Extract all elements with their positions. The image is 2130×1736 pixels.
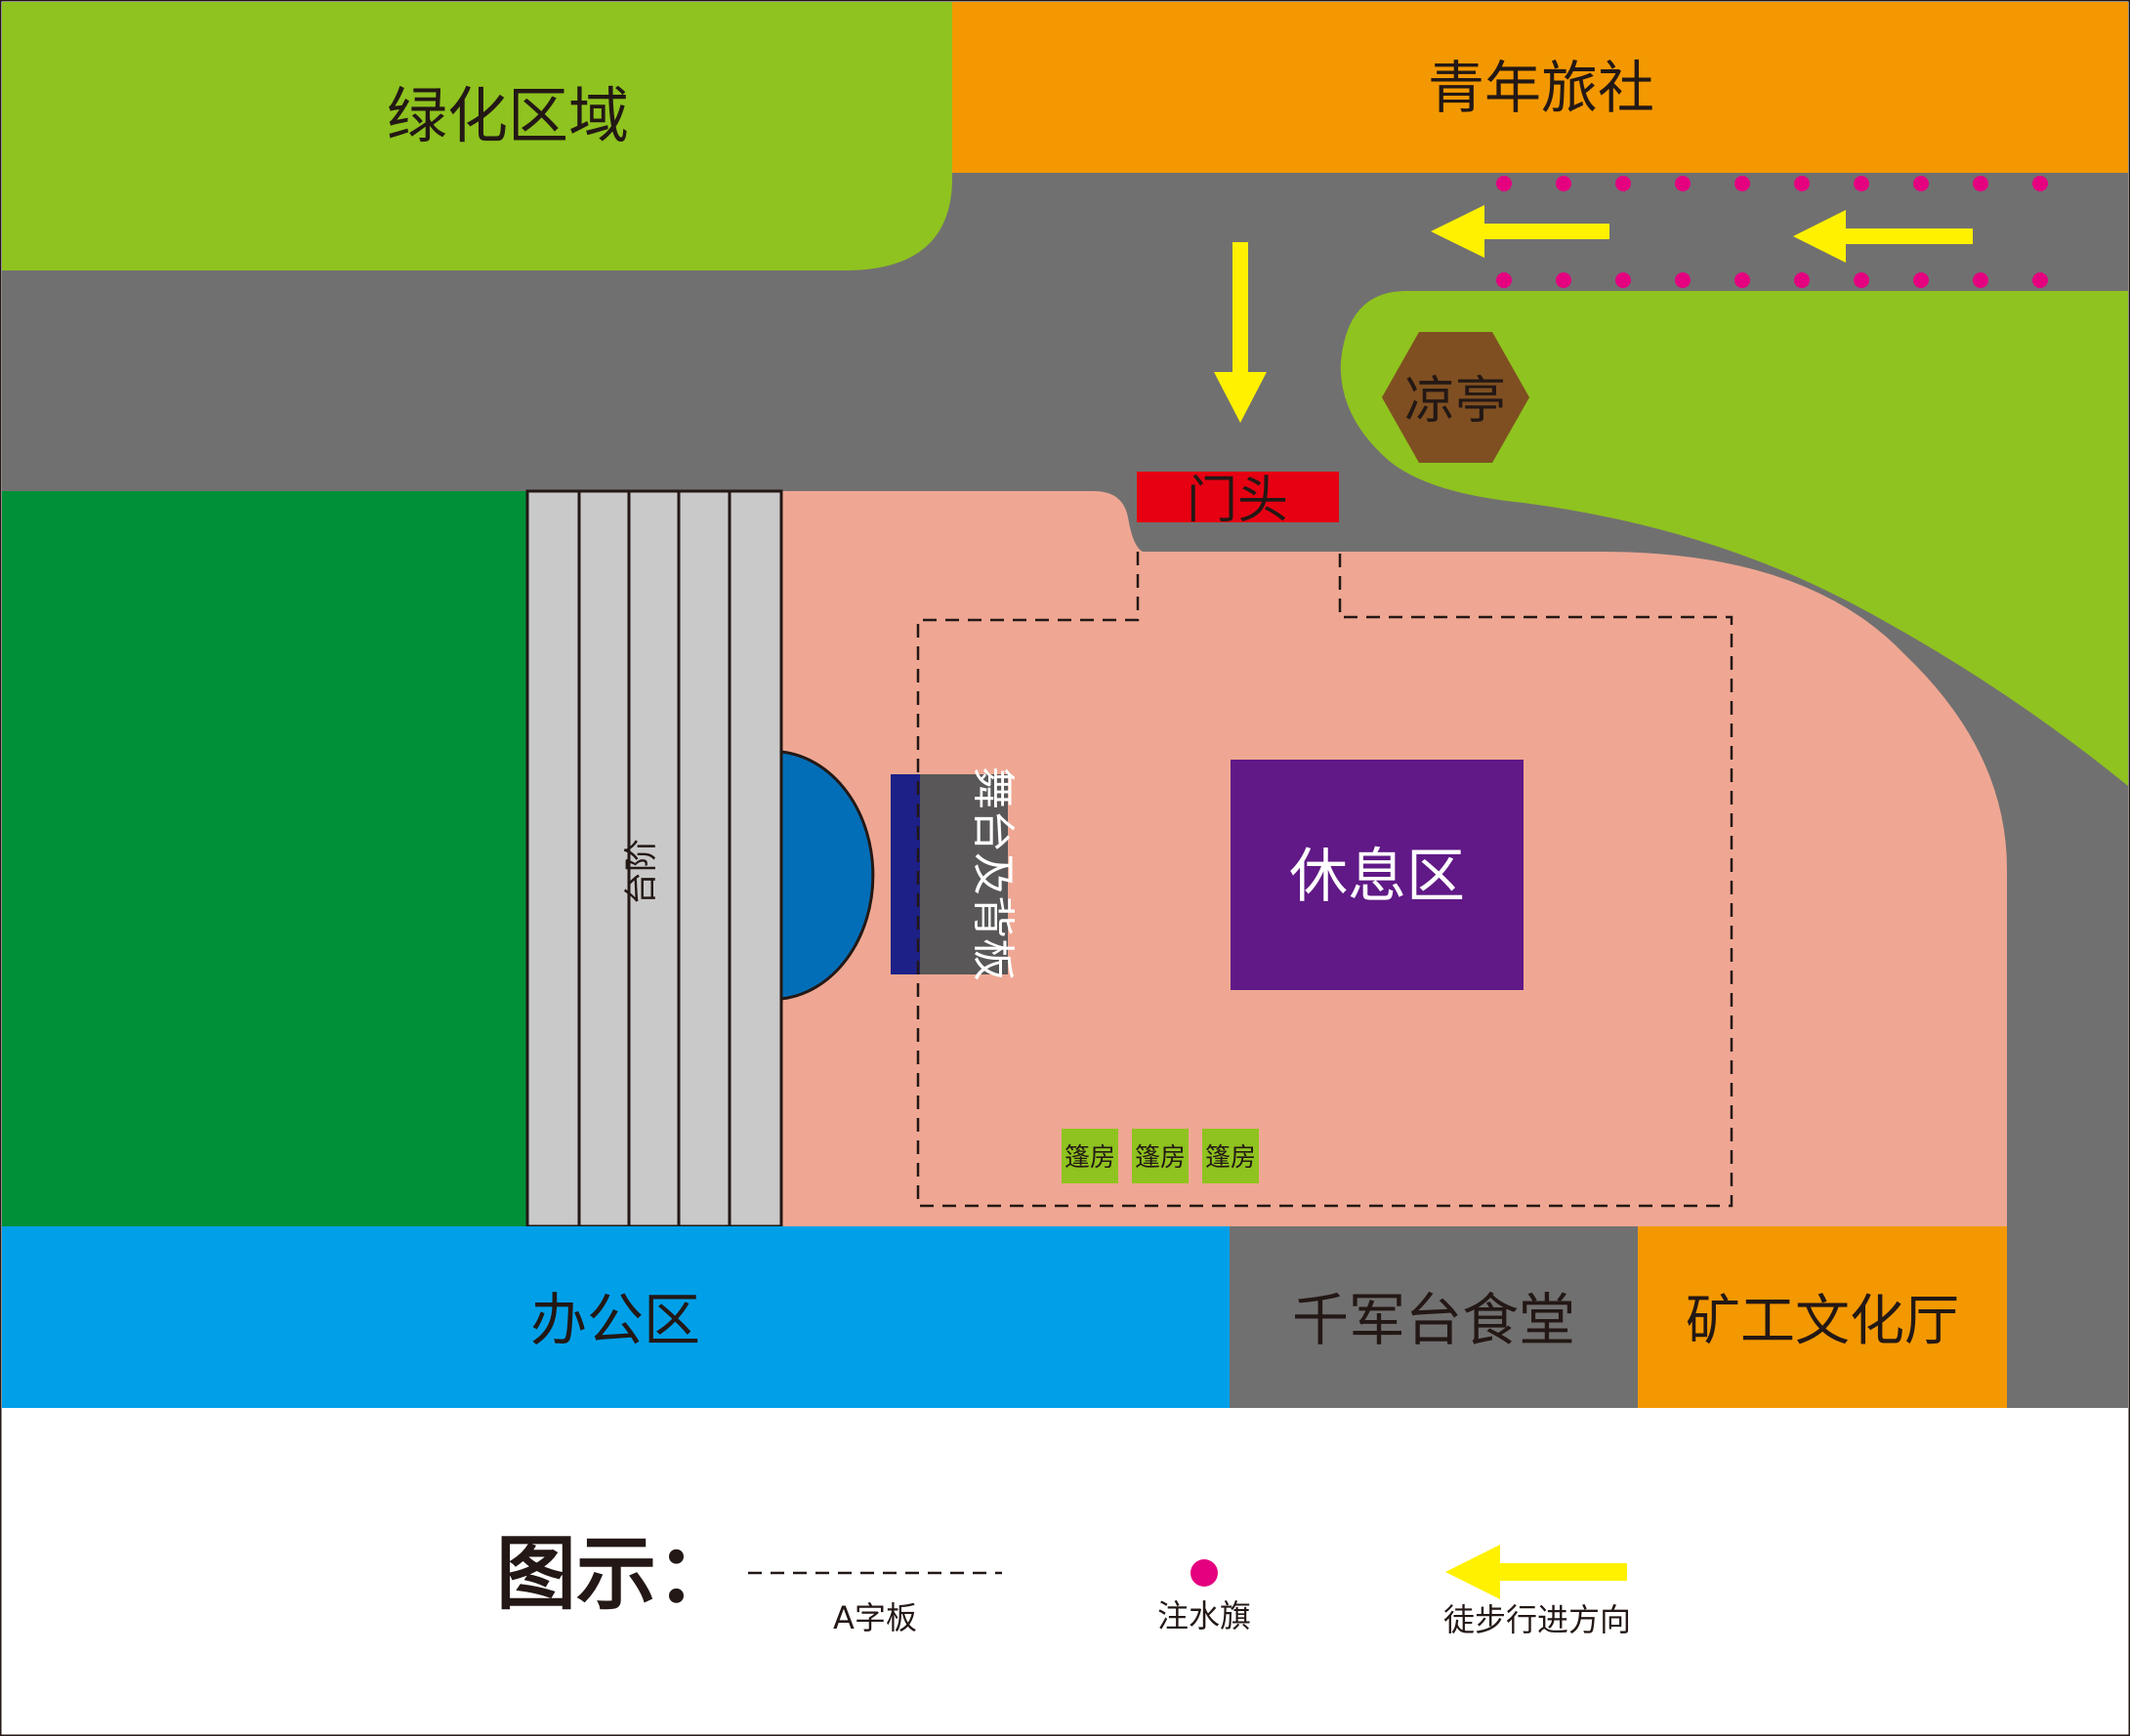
steps-label: 台阶: [622, 839, 661, 905]
water-flag-dot: [1675, 272, 1691, 288]
water-flag-dot: [1734, 176, 1750, 191]
water-flag-dot: [2032, 176, 2048, 191]
green-area-top-left: [2, 2, 952, 270]
arrow-left-icon: [1793, 210, 1973, 263]
miner-hall-block: [1638, 1226, 2007, 1408]
tent-label: 篷房: [1135, 1143, 1186, 1173]
water-flag-dot: [1913, 272, 1929, 288]
office-label: 办公区: [530, 1287, 700, 1353]
tent: [1132, 1129, 1189, 1183]
gate-label: 门头: [1187, 472, 1288, 530]
water-flag-dot: [1973, 272, 1988, 288]
tent-label: 篷房: [1205, 1143, 1256, 1173]
water-flag-dot: [1675, 176, 1691, 191]
stage-backdrop: [920, 774, 1008, 974]
hostel-block: [952, 2, 2128, 173]
tent: [1062, 1129, 1118, 1183]
legend-water-flag-label: 注水旗: [1157, 1597, 1251, 1634]
tent: [1202, 1129, 1259, 1183]
legend-walk-direction-label: 徒步行进方向: [1443, 1601, 1631, 1638]
stage-backdrop-edge: [891, 774, 920, 974]
rest-area-label: 休息区: [1289, 843, 1465, 911]
water-flag-dot: [1854, 272, 1869, 288]
green-area-label: 绿化区域: [387, 80, 629, 151]
legend-a-board-label: A字板: [833, 1599, 917, 1636]
water-flag-dot: [1556, 272, 1571, 288]
steps: [525, 489, 783, 1228]
water-flag-dot: [1615, 272, 1631, 288]
dot-icon: [1190, 1559, 1218, 1587]
pavilion-label: 凉亭: [1404, 372, 1506, 431]
arrow-left-icon: [1431, 205, 1609, 258]
water-flag-dot: [1556, 176, 1571, 191]
water-flag-dot: [1615, 176, 1631, 191]
tent-label: 篷房: [1065, 1143, 1115, 1173]
tents: 篷房 篷房 篷房: [1062, 1129, 1259, 1183]
legend-title: 图示：: [496, 1528, 736, 1621]
a-board-boundary: [916, 552, 1733, 1208]
rest-area: [1231, 760, 1524, 990]
canteen-label: 千军台食堂: [1292, 1287, 1575, 1353]
water-flag-dot: [1854, 176, 1869, 191]
water-flag-dot: [1973, 176, 1988, 191]
stage-label: 舞台及背板: [968, 766, 1018, 981]
water-flag-dot: [1913, 176, 1929, 191]
miner-hall-label: 矿工文化厅: [1686, 1290, 1959, 1353]
stage-front: [779, 750, 875, 1001]
water-flag-dot: [1496, 272, 1512, 288]
water-flag-dot: [1794, 272, 1810, 288]
water-flag-dot: [1734, 272, 1750, 288]
water-flag-dot: [2032, 272, 2048, 288]
hexagon-icon: [1382, 332, 1529, 463]
gate: [1137, 472, 1339, 522]
water-flags: [1496, 176, 2048, 288]
office-block: [2, 1226, 1230, 1408]
arrow-down-icon: [1214, 242, 1267, 423]
arrow-left-icon: [1445, 1545, 1627, 1599]
water-flag-dot: [1794, 176, 1810, 191]
dark-green-area: [2, 491, 527, 1226]
legend: 图示： A字板 注水旗 徒步行进方向: [496, 1528, 1631, 1638]
walk-arrows: [1214, 205, 1973, 423]
water-flag-dot: [1496, 176, 1512, 191]
hostel-label: 青年旅社: [1428, 55, 1654, 121]
canteen-block: [1230, 1226, 1638, 1408]
green-area-right: [1340, 291, 2128, 786]
